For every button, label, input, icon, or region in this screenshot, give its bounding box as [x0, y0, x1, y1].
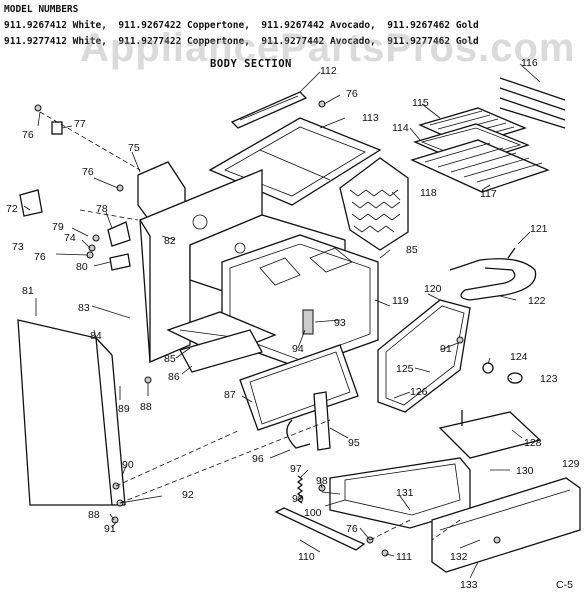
callout-74: 74 — [64, 232, 76, 244]
callout-119: 119 — [392, 295, 409, 307]
callout-132: 132 — [450, 551, 468, 563]
callout-76: 76 — [346, 88, 358, 100]
callout-124: 124 — [510, 351, 528, 363]
part-72-bracket — [19, 189, 43, 217]
part-117-oven-rack — [410, 139, 550, 193]
callout-98: 98 — [316, 475, 328, 487]
model-numbers-label: MODEL NUMBERS — [4, 4, 79, 15]
callout-76: 76 — [82, 166, 94, 178]
callout-85: 85 — [406, 244, 418, 256]
callout-90: 90 — [122, 459, 134, 471]
callout-116: 116 — [521, 57, 538, 69]
model-numbers-line-1: 911.9267412 White, 911.9267422 Copperton… — [4, 20, 479, 31]
callout-85: 85 — [164, 353, 176, 365]
callout-78: 78 — [96, 203, 108, 215]
leader-lines — [23, 63, 541, 579]
callout-118: 118 — [420, 187, 437, 199]
callout-115: 115 — [412, 97, 429, 109]
callout-129: 129 — [562, 458, 580, 470]
callout-126: 126 — [410, 386, 428, 398]
part-128-heat-shield — [438, 410, 542, 459]
callout-88: 88 — [88, 509, 100, 521]
callout-80: 80 — [76, 261, 88, 273]
callout-96: 96 — [252, 453, 264, 465]
callout-113: 113 — [362, 112, 379, 124]
callout-95: 95 — [348, 437, 360, 449]
callout-82: 82 — [164, 235, 176, 247]
part-77-latch — [51, 121, 63, 135]
part-84-side-panel — [17, 319, 126, 506]
part-116-rack-rails — [499, 77, 566, 129]
callout-97: 97 — [290, 463, 302, 475]
callout-labels: 112 76 116 115 113 114 117 76 77 75 118 … — [6, 57, 580, 591]
part-123-oven-lamp — [482, 362, 523, 384]
callout-84: 84 — [90, 330, 102, 342]
part-112-top-trim — [230, 91, 308, 129]
callout-87: 87 — [224, 389, 236, 401]
callout-128: 128 — [524, 437, 542, 449]
callout-72: 72 — [6, 203, 18, 215]
page-code: C-5 — [556, 579, 573, 591]
callout-86: 86 — [168, 371, 180, 383]
callout-131: 131 — [396, 487, 414, 499]
callout-120: 120 — [424, 283, 442, 295]
callout-123: 123 — [540, 373, 558, 385]
section-title: BODY SECTION — [210, 58, 292, 70]
callout-94: 94 — [292, 343, 304, 355]
callout-76: 76 — [346, 523, 358, 535]
callout-91: 91 — [104, 523, 116, 535]
callout-111: 111 — [396, 551, 412, 563]
callout-112: 112 — [320, 65, 337, 77]
callout-117: 117 — [480, 188, 497, 200]
watermark: AppliancePartsPros.com — [80, 26, 576, 70]
part-118-insulation — [339, 157, 409, 251]
part-78-hinge — [107, 221, 131, 271]
callout-73: 73 — [12, 241, 24, 253]
callout-125: 125 — [396, 363, 414, 375]
callout-100: 100 — [304, 507, 322, 519]
callout-130: 130 — [516, 465, 534, 477]
callout-76: 76 — [22, 129, 34, 141]
assembly-lines — [39, 111, 461, 541]
callout-75: 75 — [128, 142, 140, 154]
callout-110: 110 — [298, 551, 315, 563]
model-numbers-line-2: 911.9277412 White, 911.9277422 Copperton… — [4, 36, 479, 47]
callout-79: 79 — [52, 221, 64, 233]
callout-77: 77 — [74, 118, 86, 130]
part-122-bake-element — [449, 247, 537, 301]
callout-91: 91 — [440, 343, 452, 355]
part-86-base-rail — [179, 329, 263, 373]
part-110-drawer-rail — [274, 507, 366, 551]
callout-81: 81 — [22, 285, 34, 297]
callout-121: 121 — [530, 223, 548, 235]
callout-93: 93 — [334, 317, 346, 329]
part-97-spring — [296, 475, 304, 504]
callout-99: 99 — [292, 493, 304, 505]
part-87-door-frame — [239, 344, 359, 431]
callout-89: 89 — [118, 403, 130, 415]
callout-76: 76 — [34, 251, 46, 263]
part-95-door-hinge — [286, 391, 331, 451]
callout-133: 133 — [460, 579, 478, 591]
part-129-drawer-front — [431, 477, 581, 573]
callout-114: 114 — [392, 122, 409, 134]
callout-88: 88 — [140, 401, 152, 413]
callout-83: 83 — [78, 302, 90, 314]
screw-parts — [34, 100, 501, 557]
callout-122: 122 — [528, 295, 546, 307]
callout-92: 92 — [182, 489, 194, 501]
